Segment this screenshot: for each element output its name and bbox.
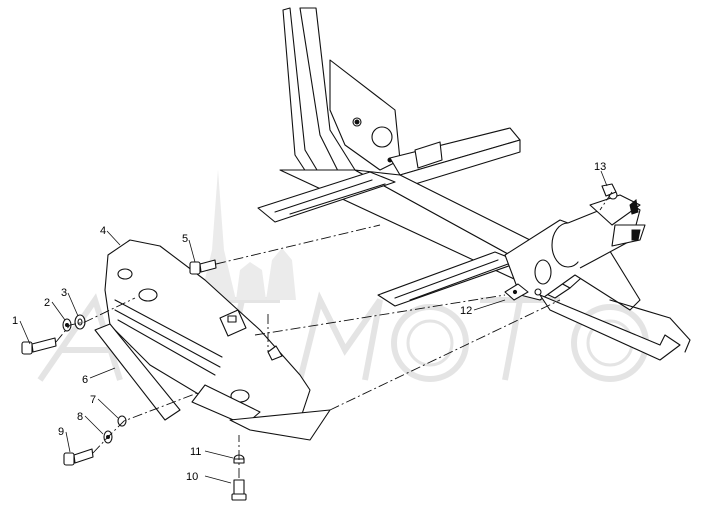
hardware: [21, 259, 247, 501]
callout-3: 3: [61, 287, 67, 299]
callout-12: 12: [460, 305, 472, 317]
callout-2: 2: [44, 297, 50, 309]
callout-9: 9: [58, 426, 64, 438]
callout-11: 11: [190, 446, 201, 458]
callout-7: 7: [90, 394, 96, 406]
callout-6: 6: [82, 374, 88, 386]
callout-1: 1: [12, 315, 18, 327]
callout-13: 13: [594, 161, 606, 173]
callouts: 1 2 3 4 5 6 7 8 9 10 11 12 13: [12, 161, 606, 483]
guard-assembly: [94, 239, 331, 441]
callout-5: 5: [182, 233, 188, 245]
frame-assembly: [257, 7, 691, 361]
callout-4: 4: [100, 225, 106, 237]
callout-10: 10: [186, 471, 198, 483]
assembly-centerlines: [55, 191, 613, 478]
leader-lines: [19, 170, 608, 484]
callout-8: 8: [77, 411, 83, 423]
